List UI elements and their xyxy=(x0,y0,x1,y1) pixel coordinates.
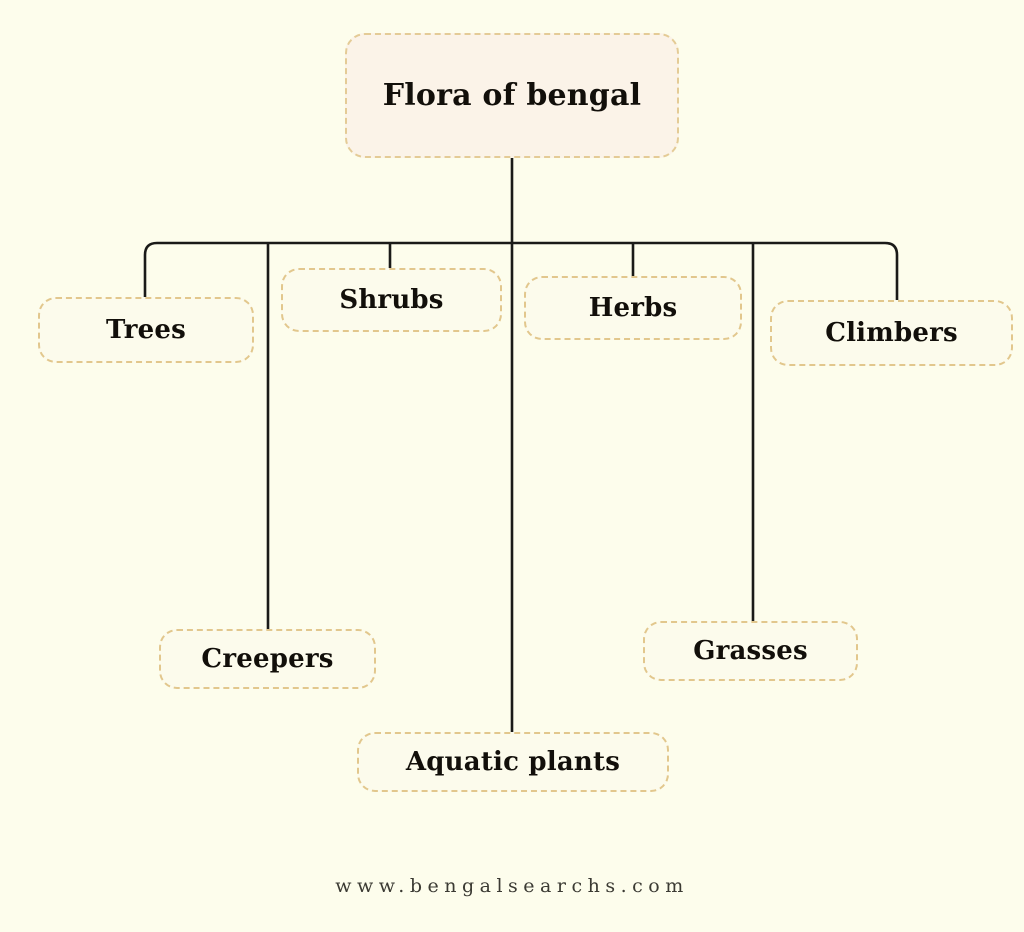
node-climbers[interactable]: Climbers xyxy=(770,300,1013,366)
node-shrubs[interactable]: Shrubs xyxy=(281,268,502,332)
node-creepers-label: Creepers xyxy=(201,644,334,674)
node-herbs-label: Herbs xyxy=(588,293,678,323)
node-climbers-label: Climbers xyxy=(825,318,958,348)
node-aquatic-plants-label: Aquatic plants xyxy=(405,747,621,777)
connector-bus xyxy=(143,241,899,300)
node-trees-label: Trees xyxy=(106,315,186,345)
node-shrubs-label: Shrubs xyxy=(339,285,444,315)
node-trees[interactable]: Trees xyxy=(38,297,254,363)
footer-watermark: www.bengalsearchs.com xyxy=(335,875,689,897)
node-root[interactable]: Flora of bengal xyxy=(345,33,679,158)
node-aquatic-plants[interactable]: Aquatic plants xyxy=(357,732,669,792)
node-creepers[interactable]: Creepers xyxy=(159,629,376,689)
node-grasses-label: Grasses xyxy=(693,636,808,666)
node-grasses[interactable]: Grasses xyxy=(643,621,858,681)
node-herbs[interactable]: Herbs xyxy=(524,276,742,340)
node-root-label: Flora of bengal xyxy=(382,77,642,113)
